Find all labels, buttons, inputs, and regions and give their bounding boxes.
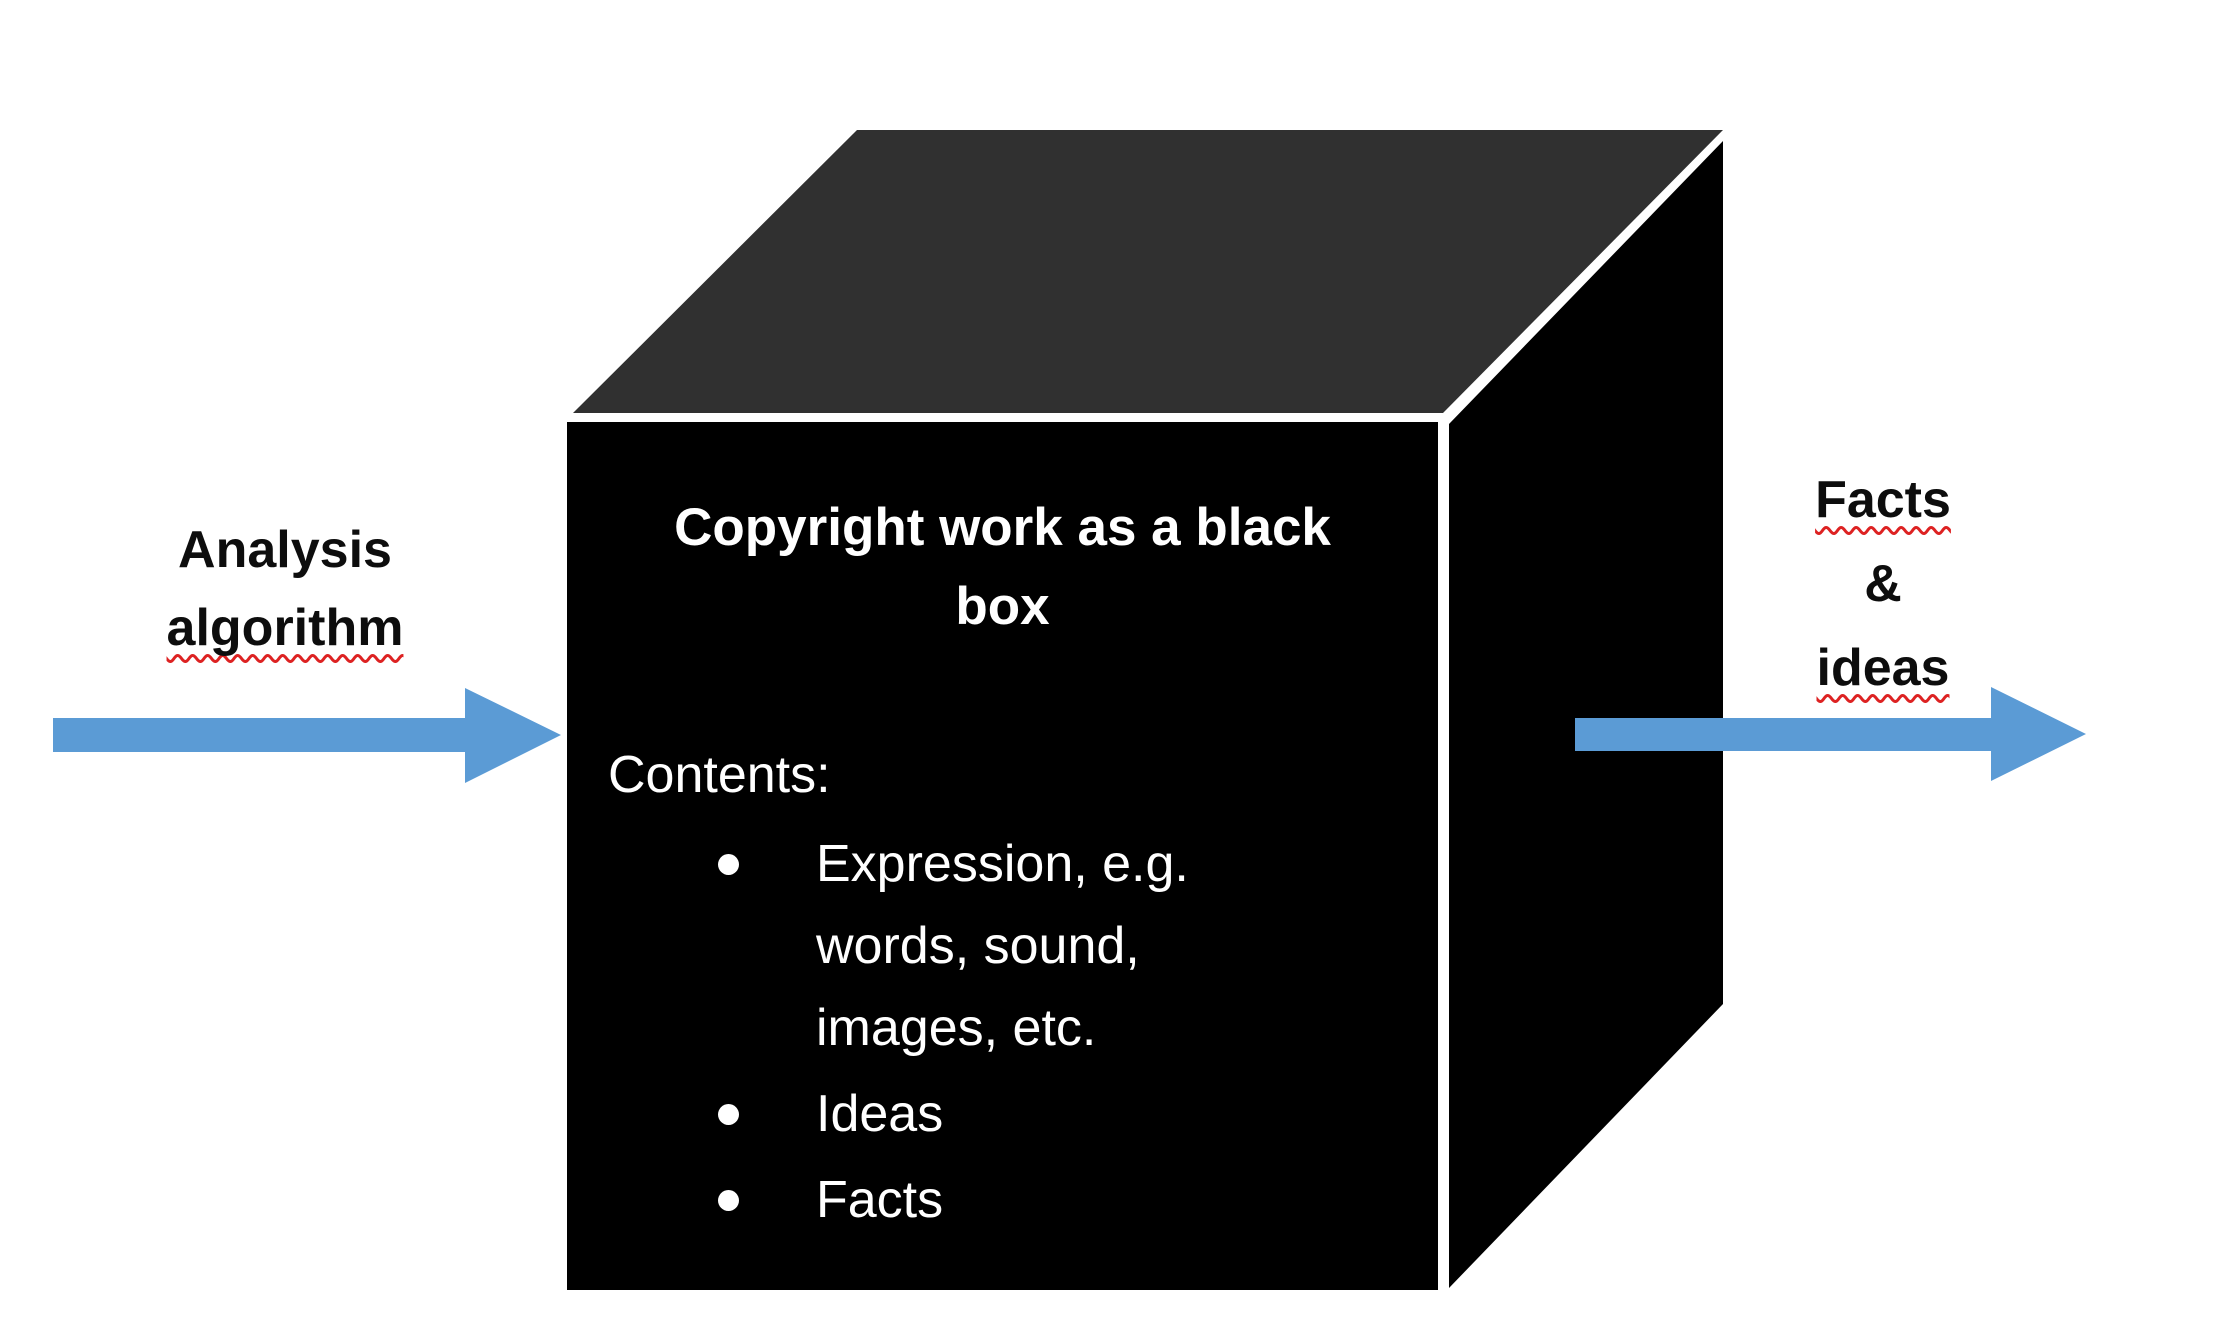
contents-label: Contents: xyxy=(608,746,831,804)
box-front-face xyxy=(567,422,1438,1290)
black-box-content: Copyright work as a black box Contents: … xyxy=(567,422,1438,1290)
spellcheck-underlined-word: Facts xyxy=(1815,471,1951,529)
ampersand-line: & xyxy=(1864,555,1902,613)
spellcheck-underlined-word: algorithm xyxy=(166,599,404,657)
bullet-item-expression: Expression, e.g. words, sound, images, e… xyxy=(567,823,1286,1069)
contents-bullet-list: Expression, e.g. words, sound, images, e… xyxy=(567,823,1438,1241)
bullet-item-ideas: Ideas xyxy=(567,1073,1286,1155)
box-right-face xyxy=(1449,141,1723,1288)
analysis-algorithm-line1: Analysis xyxy=(178,521,392,579)
box-top-face xyxy=(573,130,1723,413)
bullet-item-facts: Facts xyxy=(567,1159,1286,1241)
facts-and-ideas-label: Facts & ideas xyxy=(1683,458,2083,710)
analysis-algorithm-label: Analysis algorithm xyxy=(60,511,510,667)
facts-line: Facts xyxy=(1683,458,2083,542)
input-arrow xyxy=(53,688,561,783)
spellcheck-underlined-word: ideas xyxy=(1816,639,1950,697)
ideas-line: ideas xyxy=(1683,626,2083,710)
box-title: Copyright work as a black box xyxy=(674,498,1331,636)
analysis-algorithm-line2: algorithm xyxy=(60,589,510,667)
output-arrow xyxy=(1575,687,2086,781)
